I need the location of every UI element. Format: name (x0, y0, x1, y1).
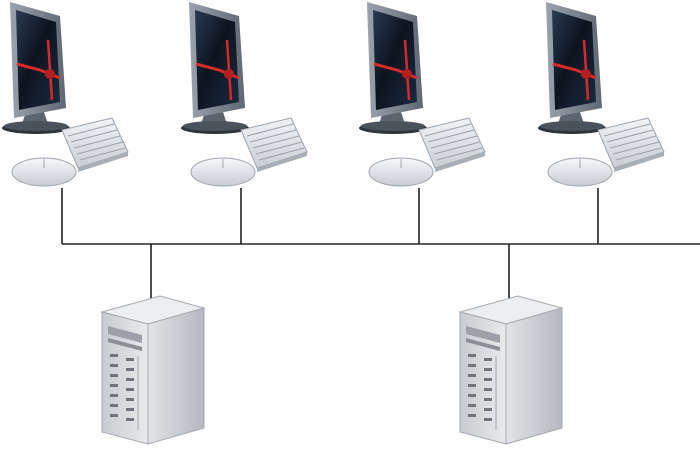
desktop-computer-icon (0, 0, 130, 188)
server-tower-icon (459, 295, 563, 445)
network-cabling (61, 188, 700, 300)
server-tower-icon (101, 295, 205, 445)
desktop-computer-icon (536, 0, 666, 188)
desktop-computer-icon (357, 0, 487, 188)
desktop-computer-icon (179, 0, 309, 188)
